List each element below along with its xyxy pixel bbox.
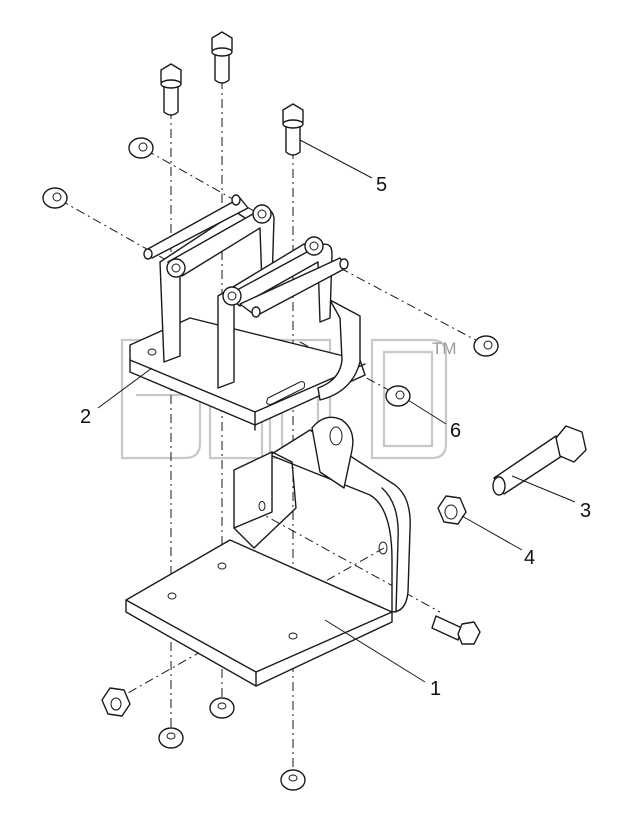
nut-far-left xyxy=(42,187,68,209)
nut-bottom-left xyxy=(158,727,184,749)
part-6-flange-nuts xyxy=(42,137,499,791)
part-5-bolts-top xyxy=(160,31,304,156)
hex-nut-bottom-left xyxy=(101,687,131,717)
nut-center xyxy=(385,385,411,407)
trademark-mark: TM xyxy=(432,339,457,358)
part-4-hex-nuts xyxy=(101,495,467,717)
callout-4: 4 xyxy=(524,547,535,569)
nut-right xyxy=(473,335,499,357)
bolt-right xyxy=(282,103,304,156)
part-1-base-bracket xyxy=(125,416,411,687)
hex-nut-right xyxy=(437,495,467,525)
nut-bottom-right xyxy=(280,769,306,791)
leader-lines xyxy=(97,139,576,683)
side-bolt xyxy=(431,615,481,645)
part-2-upper-bracket xyxy=(129,194,366,431)
nut-bottom-middle xyxy=(209,697,235,719)
callout-3: 3 xyxy=(580,500,591,522)
callout-labels: 1 2 3 4 5 6 xyxy=(80,174,591,700)
callout-6: 6 xyxy=(450,420,461,442)
nut-upper-left xyxy=(128,137,154,159)
bolt-left xyxy=(160,63,182,116)
callout-5: 5 xyxy=(376,174,387,196)
bolt-middle xyxy=(211,31,233,84)
callout-2: 2 xyxy=(80,406,91,428)
part-3-long-bolt xyxy=(492,425,587,496)
callout-1: 1 xyxy=(430,678,441,700)
